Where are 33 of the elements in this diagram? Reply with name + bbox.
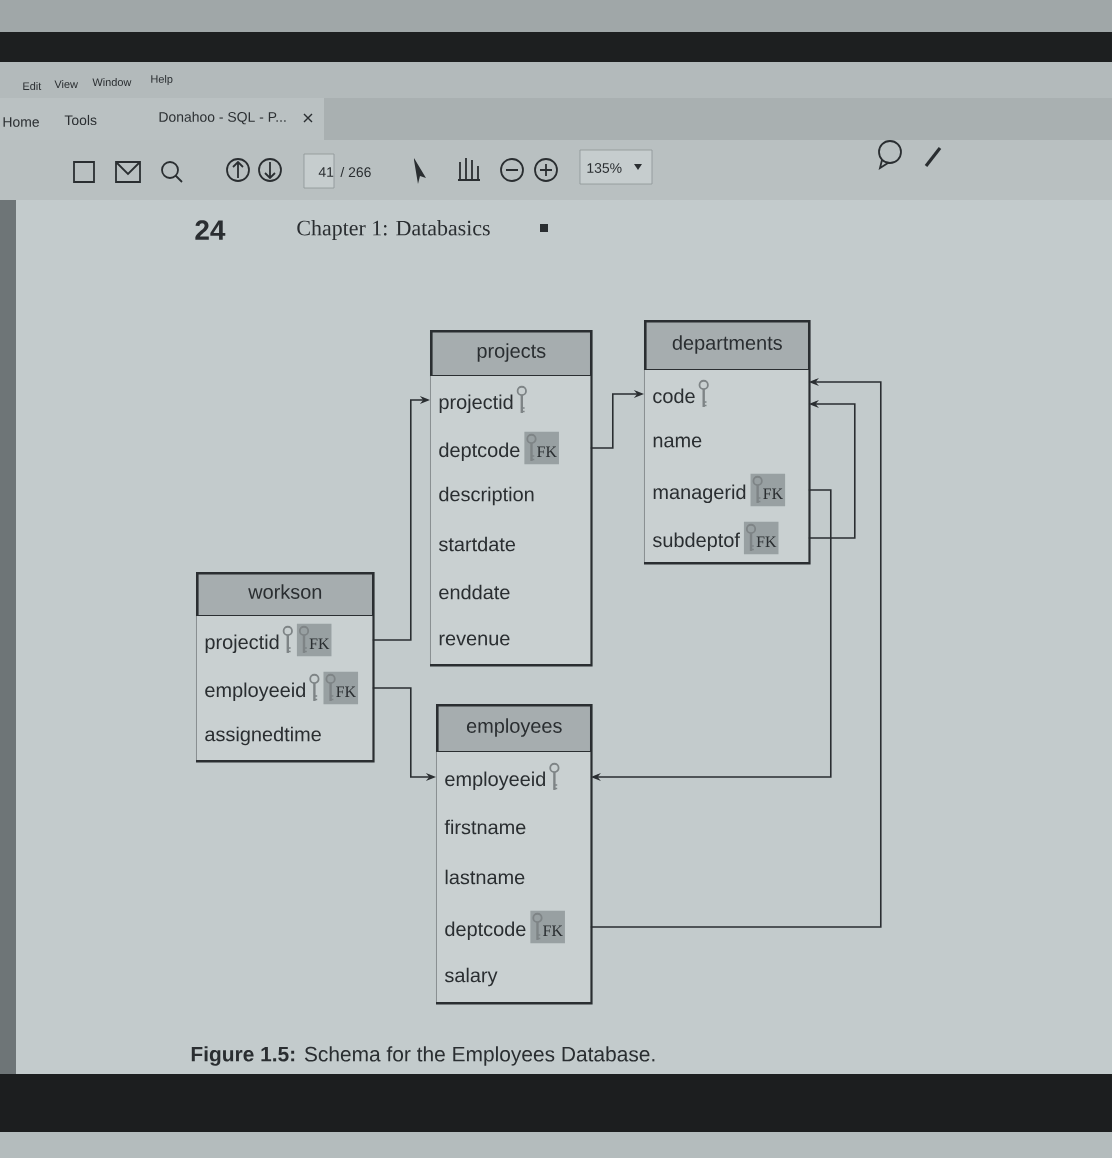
- node-label: projectid: [439, 394, 513, 414]
- node-label: lastname: [445, 869, 525, 885]
- table-row: name: [644, 418, 809, 466]
- node-label: employeeid: [205, 682, 306, 702]
- figure-caption: Figure 1.5: Schema for the Employees Database.: [191, 1046, 655, 1066]
- page-number: 24: [195, 220, 226, 240]
- node-label: employeeid: [445, 771, 546, 791]
- table-row: salary: [436, 952, 591, 1002]
- table-row: description: [430, 472, 591, 520]
- node-label: salary: [444, 967, 498, 987]
- node-label: revenue: [439, 634, 510, 646]
- table-row: code: [644, 370, 809, 418]
- running-head: Chapter 1: Databasics: [297, 220, 490, 240]
- node-label: name: [653, 436, 702, 448]
- table-row: assignedtime: [196, 712, 373, 760]
- node-label: deptcode: [439, 442, 520, 462]
- table-row: revenue: [430, 616, 591, 664]
- node-label: description: [439, 486, 534, 506]
- node-label: subdeptof: [652, 532, 740, 552]
- table-row: employeeid: [436, 752, 591, 802]
- node-label: managerid: [653, 484, 746, 504]
- node-label: startdate: [438, 536, 516, 552]
- node-label: firstname: [444, 819, 526, 835]
- table-row: lastname: [436, 852, 591, 902]
- table-row: firstname: [436, 802, 591, 852]
- node-label: deptcode: [445, 921, 526, 941]
- node-label: assignedtime: [205, 726, 321, 746]
- node-label: projectid: [205, 634, 279, 654]
- table-row: startdate: [430, 520, 591, 568]
- table-row: enddate: [430, 568, 591, 616]
- node-label: code: [653, 388, 695, 404]
- node-label: enddate: [439, 584, 510, 600]
- table-row: projectid: [430, 376, 591, 424]
